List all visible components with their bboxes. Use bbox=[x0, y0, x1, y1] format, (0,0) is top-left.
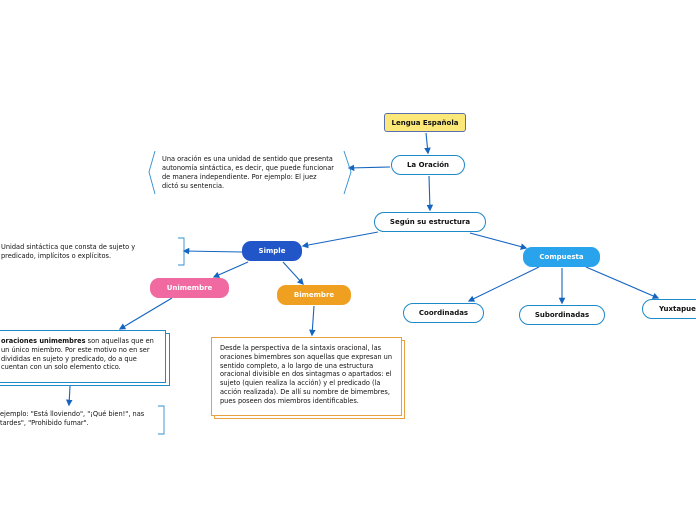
connector-segun-simple bbox=[301, 231, 379, 249]
note-oracion-definition: Una oración es una unidad de sentido que… bbox=[162, 155, 334, 190]
note-unimembre-example: ejemplo: "Está lloviendo", "¡Qué bien!",… bbox=[0, 410, 145, 427]
bracket-oracion-right bbox=[343, 150, 352, 195]
connector-simple-bimembre bbox=[282, 261, 304, 285]
card-unimembre: oraciones unimembres son aquellas que en… bbox=[0, 330, 166, 383]
connector-compuesta-yuxtapuestas bbox=[585, 266, 660, 299]
connector-unimembre-card bbox=[118, 297, 173, 330]
node-yuxtapuestas[interactable]: Yuxtapue bbox=[642, 299, 696, 319]
connector-card-example bbox=[65, 385, 73, 407]
connector-bimembre-card bbox=[309, 305, 316, 337]
note-simple-definition: Unidad sintáctica que consta de sujeto y… bbox=[1, 243, 136, 260]
node-la-oracion[interactable]: La Oración bbox=[391, 155, 465, 175]
card-bimembre: Desde la perspectiva de la sintaxis orac… bbox=[211, 337, 402, 416]
connector-lengua-oracion bbox=[424, 132, 431, 155]
connector-simple-unimembre bbox=[212, 261, 249, 278]
node-compuesta[interactable]: Compuesta bbox=[523, 247, 600, 267]
node-unimembre[interactable]: Unimembre bbox=[150, 278, 229, 298]
connector-oracion-note bbox=[347, 164, 391, 172]
node-bimembre[interactable]: Bimembre bbox=[277, 285, 351, 305]
connector-simple-note bbox=[182, 247, 243, 255]
bracket-oracion-left bbox=[148, 150, 156, 195]
node-segun-su-estructura[interactable]: Según su estructura bbox=[374, 212, 486, 232]
connector-oracion-segun bbox=[426, 175, 434, 212]
node-subordinadas[interactable]: Subordinadas bbox=[519, 305, 605, 325]
connector-compuesta-coordinadas bbox=[467, 266, 540, 302]
unimembre-bold-text: oraciones unimembres bbox=[1, 337, 86, 345]
bracket-simple-right bbox=[178, 237, 185, 266]
node-simple[interactable]: Simple bbox=[242, 241, 302, 261]
connector-segun-compuesta bbox=[469, 232, 528, 250]
node-coordinadas[interactable]: Coordinadas bbox=[403, 303, 484, 323]
node-lengua-espanola[interactable]: Lengua Española bbox=[384, 113, 466, 132]
bracket-example-right bbox=[158, 405, 165, 435]
unimembre-text: son aquellas que en un único miembro. Po… bbox=[1, 337, 154, 372]
